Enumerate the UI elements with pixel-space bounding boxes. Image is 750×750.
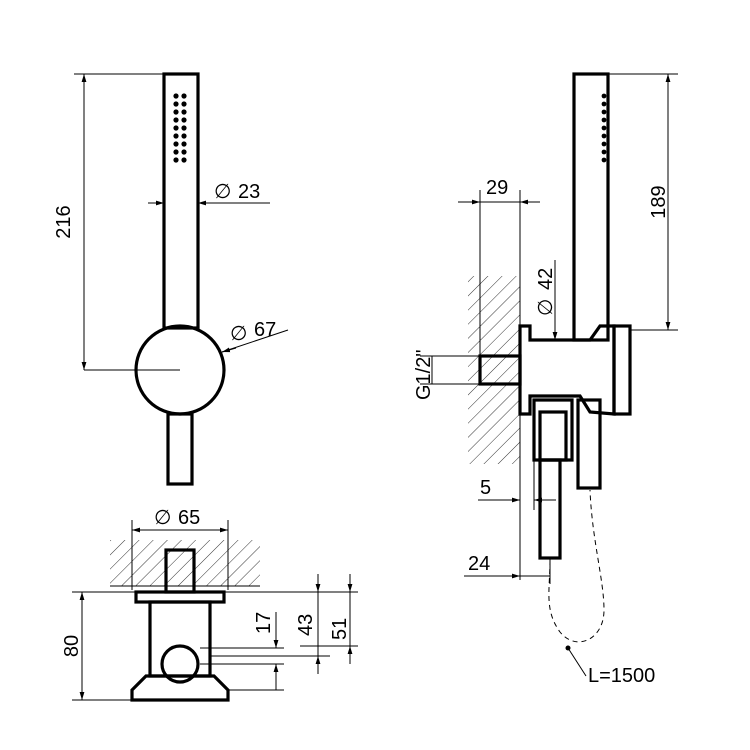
side-spray-dots: [601, 93, 607, 163]
side-offset-24-label: 24: [468, 553, 490, 575]
thread-label: G1/2": [413, 350, 435, 400]
hose-dashed: [548, 489, 605, 643]
wall-plate-diameter-symbol: ∅: [230, 323, 247, 345]
handshower-handle: [162, 72, 200, 330]
hose-second: [576, 398, 602, 490]
bottom-43-label: 43: [295, 614, 317, 636]
side-view: 189 29 ∅ 42 G1/2" 5 24 L=1500: [413, 72, 678, 687]
side-offset-5-label: 5: [480, 477, 491, 499]
wall-section: [468, 276, 520, 464]
bottom-base: [130, 674, 230, 702]
hose-connector: [166, 412, 194, 486]
side-outlet-diameter-label: 42: [535, 268, 557, 290]
front-height-label: 216: [53, 205, 75, 238]
hose-nut: [532, 398, 574, 462]
spray-nozzles: [173, 93, 187, 163]
bracket-face: [612, 324, 632, 416]
bottom-body: [148, 600, 212, 678]
bottom-height-label: 80: [61, 635, 83, 657]
hose-sleeve: [538, 458, 562, 560]
bottom-17-label: 17: [253, 612, 275, 634]
bottom-outlet: [160, 644, 200, 684]
bottom-diameter-symbol: ∅: [154, 507, 171, 529]
handle-diameter-symbol: ∅: [214, 181, 231, 203]
side-outlet-diameter-symbol: ∅: [535, 299, 557, 316]
bottom-diameter-label: 65: [178, 507, 200, 529]
handle-diameter-label: 23: [238, 181, 260, 203]
wall-plate-diameter-label: 67: [254, 319, 276, 341]
hose-length-label: L=1500: [588, 665, 655, 687]
side-depth-label: 29: [486, 177, 508, 199]
bottom-51-label: 51: [329, 618, 351, 640]
threaded-inlet: [478, 354, 522, 386]
bottom-wall-section: [110, 540, 260, 586]
bottom-view: ∅ 65 80 17 43 51: [61, 507, 358, 702]
front-view: 216 ∅ 23 ∅ 67: [53, 72, 289, 486]
side-height-label: 189: [648, 185, 670, 218]
